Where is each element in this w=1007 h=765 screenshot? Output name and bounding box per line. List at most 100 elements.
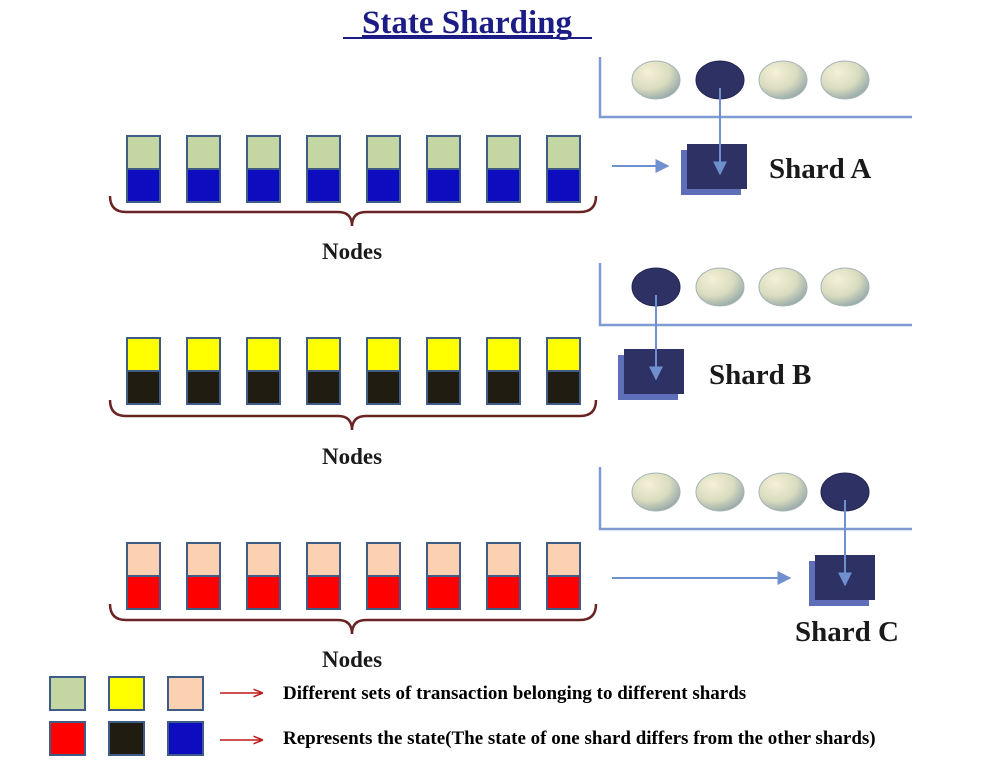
legend-state-swatch [49, 721, 86, 756]
node-state-block [126, 168, 161, 203]
nodes-label: Nodes [322, 647, 382, 672]
node-tx-block [126, 135, 161, 170]
node [186, 135, 221, 203]
transaction-circle [631, 60, 681, 100]
node [246, 337, 281, 405]
node [486, 135, 521, 203]
node-state-block [546, 575, 581, 610]
node-state-block [186, 168, 221, 203]
node-tx-block [126, 542, 161, 577]
node-state-block [126, 370, 161, 405]
node [426, 337, 461, 405]
node [366, 542, 401, 610]
node-tx-block [186, 135, 221, 170]
transaction-circle [695, 267, 745, 307]
node-tx-block [486, 337, 521, 372]
node-state-block [306, 575, 341, 610]
shard-row: Nodes Shard A [108, 57, 912, 264]
node [186, 337, 221, 405]
node-tx-block [246, 135, 281, 170]
node [546, 542, 581, 610]
legend-state-swatch [108, 721, 145, 756]
node-tx-block [246, 542, 281, 577]
node-state-block [426, 575, 461, 610]
nodes-bracket [108, 195, 598, 227]
node [366, 337, 401, 405]
node [486, 542, 521, 610]
node [246, 135, 281, 203]
nodes-label: Nodes [322, 239, 382, 264]
transaction-circle [631, 472, 681, 512]
node-tx-block [366, 337, 401, 372]
transaction-circle [758, 472, 808, 512]
page-title: State Sharding [362, 5, 572, 41]
node [126, 542, 161, 610]
node-state-block [546, 168, 581, 203]
node-state-block [186, 575, 221, 610]
node-tx-block [426, 542, 461, 577]
nodes-bracket [108, 399, 598, 431]
node-tx-block [306, 542, 341, 577]
nodes-label: Nodes [322, 444, 382, 469]
node-tx-block [546, 135, 581, 170]
node [426, 135, 461, 203]
legend [49, 676, 262, 756]
transaction-circle [695, 472, 745, 512]
legend-tx-swatch [108, 676, 145, 711]
node-state-block [486, 575, 521, 610]
legend-state-swatch [167, 721, 204, 756]
node-tx-block [186, 542, 221, 577]
node [306, 135, 341, 203]
node-tx-block [426, 135, 461, 170]
shard-label: Shard B [709, 359, 811, 391]
node-tx-block [546, 337, 581, 372]
nodes-bracket [108, 603, 598, 635]
node-tx-block [486, 135, 521, 170]
transaction-circle [820, 60, 870, 100]
node-state-block [426, 370, 461, 405]
node-state-block [426, 168, 461, 203]
shard-box [624, 349, 684, 394]
transaction-pool-frame [598, 263, 912, 327]
node [246, 542, 281, 610]
node-state-block [246, 168, 281, 203]
node-state-block [366, 370, 401, 405]
node-state-block [246, 575, 281, 610]
transaction-circle [758, 267, 808, 307]
node-state-block [246, 370, 281, 405]
node-state-block [366, 168, 401, 203]
legend-tx-swatch [167, 676, 204, 711]
node-state-block [126, 575, 161, 610]
node-state-block [366, 575, 401, 610]
node [126, 337, 161, 405]
node-tx-block [186, 337, 221, 372]
node [126, 135, 161, 203]
node [366, 135, 401, 203]
legend-tx-text: Different sets of transaction belonging … [283, 683, 747, 704]
legend-tx-swatch [49, 676, 86, 711]
legend-state-text: Represents the state(The state of one sh… [283, 728, 876, 749]
node-state-block [306, 168, 341, 203]
node [546, 135, 581, 203]
node-tx-block [306, 337, 341, 372]
node-tx-block [366, 135, 401, 170]
shard-label: Shard A [769, 153, 871, 185]
node-tx-block [126, 337, 161, 372]
transaction-pool-frame [598, 57, 912, 119]
node [546, 337, 581, 405]
node [426, 542, 461, 610]
node [306, 542, 341, 610]
shard-row: Nodes Shard B [108, 263, 912, 469]
node-tx-block [486, 542, 521, 577]
node-state-block [486, 168, 521, 203]
node-tx-block [546, 542, 581, 577]
transaction-circle [820, 267, 870, 307]
node [306, 337, 341, 405]
node-tx-block [366, 542, 401, 577]
transaction-circle [758, 60, 808, 100]
shard-label: Shard C [795, 616, 899, 648]
node [186, 542, 221, 610]
transaction-pool-frame [598, 467, 912, 531]
